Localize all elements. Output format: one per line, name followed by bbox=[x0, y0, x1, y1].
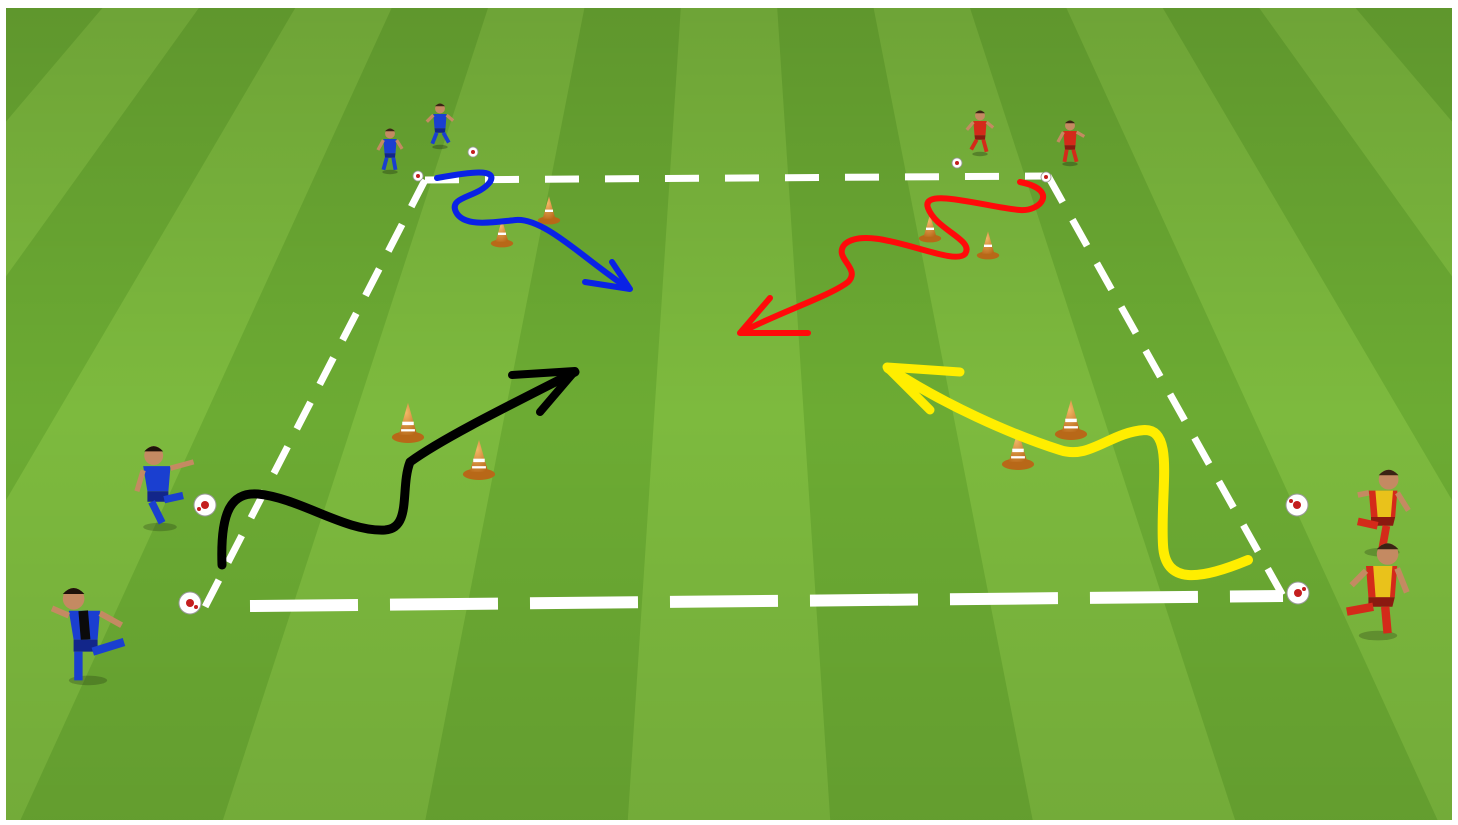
soccer-ball-icon bbox=[951, 157, 963, 169]
players bbox=[50, 103, 1411, 686]
red-dribble-arrow bbox=[737, 179, 1047, 336]
cone-icon bbox=[1001, 429, 1035, 470]
red-player-icon bbox=[965, 110, 995, 157]
blue-dribble-arrow bbox=[434, 169, 633, 292]
boundary-bottom bbox=[249, 590, 1284, 612]
cone-icon bbox=[391, 402, 425, 443]
balls bbox=[178, 146, 1310, 615]
blue-player-icon bbox=[376, 128, 404, 175]
blue-player-icon bbox=[425, 103, 455, 150]
pitch bbox=[6, 8, 1452, 820]
cone-icon bbox=[462, 439, 496, 480]
cones bbox=[391, 196, 1088, 480]
cone-icon bbox=[1054, 399, 1088, 440]
soccer-ball-icon bbox=[1286, 581, 1310, 605]
playing-area-boundary bbox=[201, 172, 1287, 612]
boundary-right bbox=[1044, 174, 1287, 598]
yellow-dribble-arrow bbox=[882, 362, 1253, 581]
cone-icon bbox=[490, 219, 514, 248]
black-dribble-arrow bbox=[217, 367, 580, 570]
red-player-icon bbox=[1346, 543, 1410, 641]
dribble-paths bbox=[217, 169, 1253, 581]
boundary-top bbox=[424, 172, 1049, 184]
soccer-ball-icon bbox=[1285, 493, 1309, 517]
red-player-icon bbox=[1056, 120, 1086, 167]
soccer-ball-icon bbox=[412, 170, 424, 182]
cone-icon bbox=[537, 196, 561, 225]
blue-player-icon bbox=[50, 588, 126, 686]
soccer-ball-icon bbox=[178, 591, 202, 615]
soccer-ball-icon bbox=[467, 146, 479, 158]
soccer-ball-icon bbox=[1040, 171, 1052, 183]
cone-icon bbox=[976, 231, 1000, 260]
boundary-left bbox=[201, 178, 429, 609]
soccer-ball-icon bbox=[193, 493, 217, 517]
blue-player-icon bbox=[134, 446, 195, 532]
cone-icon bbox=[918, 214, 942, 243]
